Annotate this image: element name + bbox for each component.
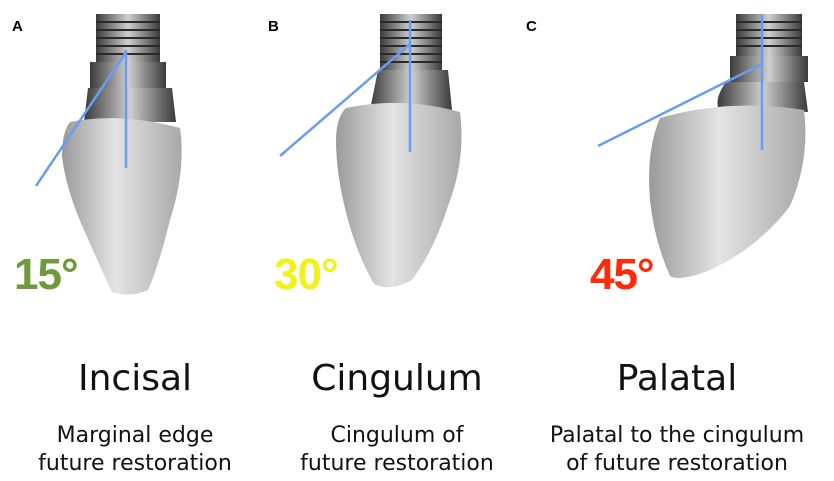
angle-label: 15°	[14, 250, 78, 300]
description-line: Cingulum of	[262, 422, 532, 450]
panel-description: Cingulum of future restoration	[262, 422, 532, 478]
implant-screw	[730, 14, 808, 82]
implant-crown-illustration	[520, 0, 834, 310]
implant-screw	[90, 14, 166, 88]
panel-a: A 15° Incisal Marginal edge future res	[0, 0, 270, 481]
description-line: future restoration	[262, 450, 532, 478]
tooth-crown	[649, 106, 805, 279]
panel-title: Palatal	[520, 358, 834, 399]
panel-c: C 45° Palatal Palatal to the cingulum of…	[520, 0, 834, 481]
description-line: Marginal edge	[0, 422, 270, 450]
panel-title: Cingulum	[262, 358, 532, 399]
panel-b: B 30° Cingulum Cingulum of future restor…	[262, 0, 532, 481]
tooth-crown	[62, 118, 182, 294]
panel-title: Incisal	[0, 358, 270, 399]
angle-label: 45°	[590, 250, 654, 300]
tooth-crown	[336, 103, 462, 287]
description-line: Palatal to the cingulum	[520, 422, 834, 450]
panel-description: Marginal edge future restoration	[0, 422, 270, 478]
description-line: future restoration	[0, 450, 270, 478]
description-line: of future restoration	[520, 450, 834, 478]
panel-description: Palatal to the cingulum of future restor…	[520, 422, 834, 478]
angle-label: 30°	[274, 250, 338, 300]
